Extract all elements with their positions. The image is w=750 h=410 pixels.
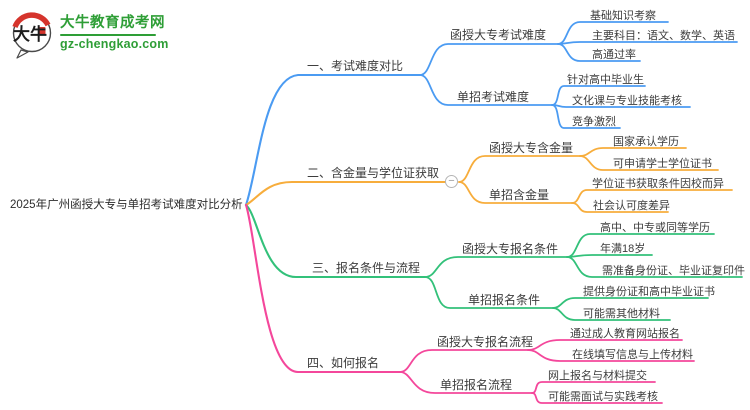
logo-divider (60, 34, 156, 36)
leaf-node[interactable]: 竞争激烈 (572, 116, 616, 128)
site-name: 大牛教育成考网 (60, 15, 165, 31)
branch-2-sub-1-node[interactable]: 函授大专含金量 (489, 141, 574, 155)
leaf-node[interactable]: 可能需其他材料 (583, 308, 660, 320)
branch-2-sub-2-node[interactable]: 单招含金量 (489, 188, 550, 202)
branch-4-lines (244, 203, 695, 404)
leaf-node[interactable]: 主要科目：语文、数学、英语 (592, 30, 735, 42)
branch-1-sub-2-node[interactable]: 单招考试难度 (457, 90, 530, 104)
branch-3-sub-1-node[interactable]: 函授大专报名条件 (462, 242, 559, 256)
branch-3-node[interactable]: 三、报名条件与流程 (312, 261, 421, 275)
branch-1-node[interactable]: 一、考试难度对比 (307, 59, 404, 73)
site-logo: 大牛 大牛教育成考网 gz-chengkao.com (10, 11, 169, 59)
leaf-node[interactable]: 提供身份证和高中毕业证书 (583, 286, 715, 298)
leaf-node[interactable]: 社会认可度差异 (593, 200, 670, 212)
branch-3-sub-2-node[interactable]: 单招报名条件 (468, 293, 541, 307)
branch-4-node[interactable]: 四、如何报名 (307, 356, 380, 370)
logo-icon: 大牛 (12, 12, 52, 59)
leaf-node[interactable]: 需准备身份证、毕业证复印件 (602, 265, 745, 277)
branch-2-node[interactable]: 二、含金量与学位证获取 (307, 166, 440, 180)
leaf-node[interactable]: 针对高中毕业生 (567, 74, 644, 86)
logo-glyph: 大牛 (13, 24, 47, 45)
leaf-node[interactable]: 网上报名与材料提交 (548, 370, 647, 382)
branch-1-lines (244, 21, 738, 207)
leaf-node[interactable]: 基础知识考察 (590, 10, 656, 22)
branch-4-sub-2-node[interactable]: 单招报名流程 (440, 378, 513, 392)
leaf-node[interactable]: 在线填写信息与上传材料 (572, 349, 693, 361)
branch-2-lines (244, 147, 733, 213)
leaf-node[interactable]: 可申请学士学位证书 (613, 158, 712, 170)
mindmap-root-node[interactable]: 2025年广州函授大专与单招考试难度对比分析 (10, 199, 243, 211)
leaf-node[interactable]: 文化课与专业技能考核 (572, 95, 682, 107)
leaf-node[interactable]: 年满18岁 (600, 243, 646, 255)
branch-4-sub-1-node[interactable]: 函授大专报名流程 (437, 335, 534, 349)
leaf-node[interactable]: 国家承认学历 (613, 136, 679, 148)
leaf-node[interactable]: 高通过率 (592, 49, 636, 61)
leaf-node[interactable]: 可能需面试与实践考核 (548, 391, 658, 403)
leaf-node[interactable]: 高中、中专或同等学历 (600, 222, 710, 234)
leaf-node[interactable]: 通过成人教育网站报名 (570, 328, 680, 340)
site-url: gz-chengkao.com (60, 37, 169, 51)
branch-3-lines (244, 203, 743, 321)
collapse-toggle-icon[interactable]: − (445, 175, 458, 188)
branch-1-sub-1-node[interactable]: 函授大专考试难度 (450, 28, 547, 42)
leaf-node[interactable]: 学位证书获取条件因校而异 (592, 178, 724, 190)
